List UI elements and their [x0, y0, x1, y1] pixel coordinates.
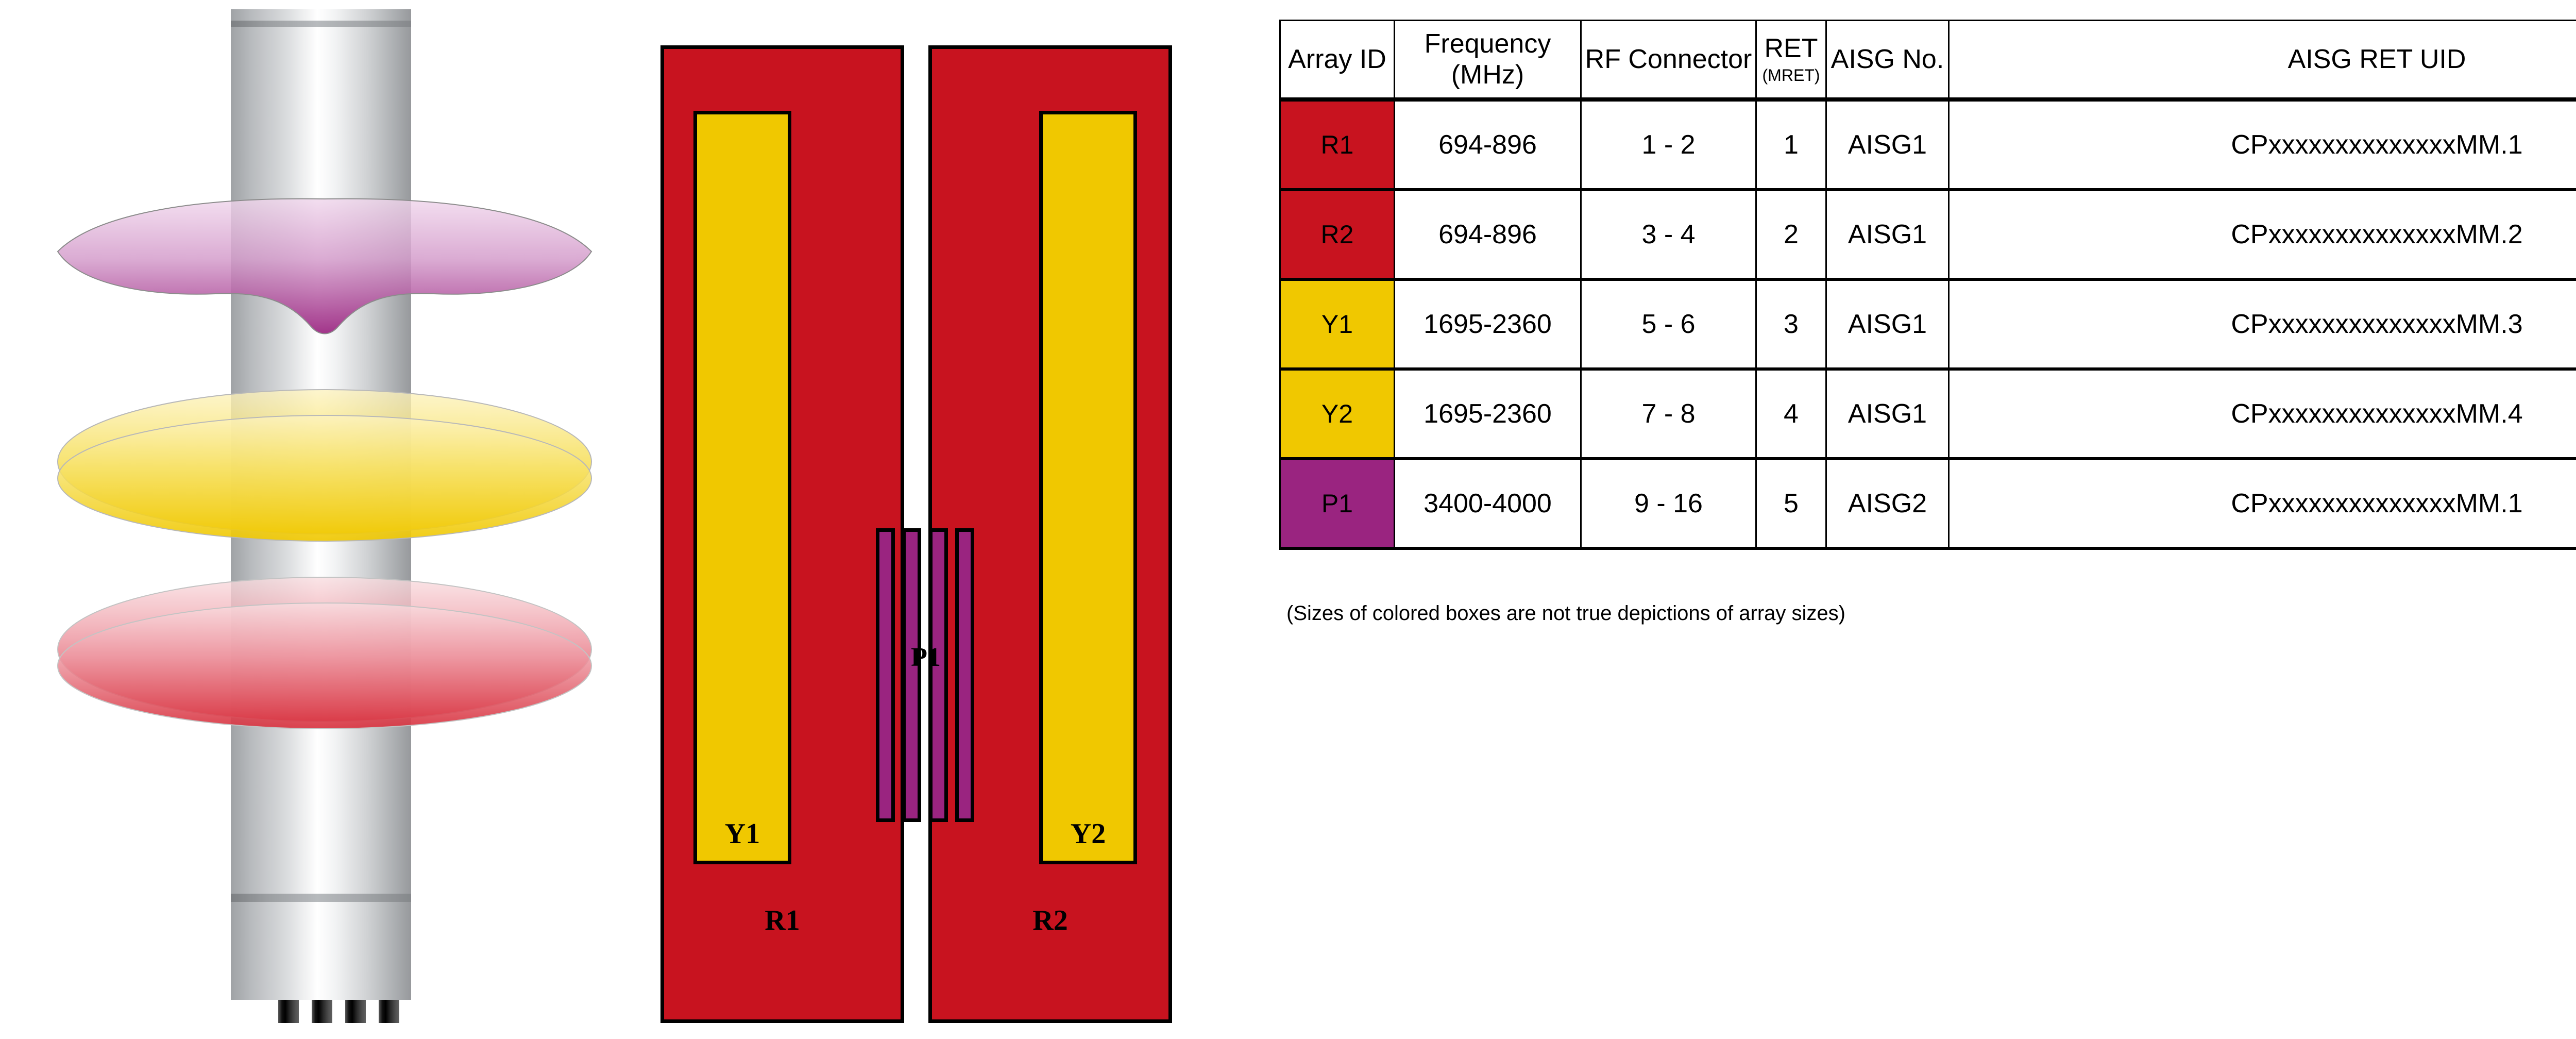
cell-frequency: 1695-2360 [1394, 278, 1582, 370]
mast-ring-top [231, 21, 411, 27]
table-row: R1 694-896 1 - 2 1 AISG1 CPxxxxxxxxxxxxx… [1279, 98, 2576, 191]
connector-pin-4 [379, 1000, 399, 1023]
column-header-ret: RET (MRET) [1755, 20, 1827, 102]
table-row: Y1 1695-2360 5 - 6 3 AISG1 CPxxxxxxxxxxx… [1279, 278, 2576, 370]
mast-ring-bottom [231, 894, 411, 902]
cell-aisg-no: AISG2 [1825, 458, 1950, 549]
array-y2 [1039, 111, 1137, 864]
cell-frequency: 1695-2360 [1394, 368, 1582, 460]
array-label-y2: Y2 [1070, 818, 1106, 850]
table-caption: (Sizes of colored boxes are not true dep… [1286, 602, 1845, 625]
p1-bar-2 [902, 528, 921, 822]
column-header-rf-connector: RF Connector [1580, 20, 1757, 102]
column-header-array-id: Array ID [1279, 20, 1395, 102]
array-layout-diagram: Y1 Y2 R1 R2 P1 [660, 0, 1279, 1039]
column-header-aisg-no: AISG No. [1825, 20, 1950, 102]
cell-aisg-ret-uid: CPxxxxxxxxxxxxxxMM.4 [1948, 368, 2576, 460]
cell-frequency: 3400-4000 [1394, 458, 1582, 549]
cell-aisg-ret-uid: CPxxxxxxxxxxxxxxMM.1 [1948, 98, 2576, 191]
p1-bar-4 [955, 528, 974, 822]
cell-array-id: R1 [1279, 98, 1395, 191]
cell-array-id: Y2 [1279, 368, 1395, 460]
cell-aisg-no: AISG1 [1825, 189, 1950, 280]
array-spec-table: Array ID Frequency (MHz) RF Connector RE… [1279, 20, 2576, 550]
table-header-row: Array ID Frequency (MHz) RF Connector RE… [1279, 20, 2576, 102]
cell-rf-connector: 3 - 4 [1580, 189, 1757, 280]
cell-ret: 5 [1755, 458, 1827, 549]
array-label-r1: R1 [765, 904, 800, 936]
cell-aisg-ret-uid: CPxxxxxxxxxxxxxxMM.2 [1948, 189, 2576, 280]
red-lobe [52, 567, 598, 737]
cell-array-id: P1 [1279, 458, 1395, 549]
cell-aisg-ret-uid: CPxxxxxxxxxxxxxxMM.3 [1948, 278, 2576, 370]
p1-bar-3 [929, 528, 948, 822]
cell-ret: 1 [1755, 98, 1827, 191]
cell-frequency: 694-896 [1394, 98, 1582, 191]
column-header-frequency: Frequency (MHz) [1394, 20, 1582, 102]
cell-rf-connector: 9 - 16 [1580, 458, 1757, 549]
cell-rf-connector: 5 - 6 [1580, 278, 1757, 370]
antenna-illustration [52, 0, 598, 1039]
cell-array-id: R2 [1279, 189, 1395, 280]
yellow-lobe [52, 379, 598, 549]
purple-lobe [52, 191, 598, 366]
cell-aisg-ret-uid: CPxxxxxxxxxxxxxxMM.1 [1948, 458, 2576, 549]
cell-ret: 2 [1755, 189, 1827, 280]
connector-pin-1 [278, 1000, 299, 1023]
array-y1 [693, 111, 791, 864]
p1-bar-1 [876, 528, 895, 822]
cell-rf-connector: 7 - 8 [1580, 368, 1757, 460]
cell-aisg-no: AISG1 [1825, 98, 1950, 191]
table-row: Y2 1695-2360 7 - 8 4 AISG1 CPxxxxxxxxxxx… [1279, 368, 2576, 460]
cell-array-id: Y1 [1279, 278, 1395, 370]
mast-base [231, 902, 411, 1000]
cell-frequency: 694-896 [1394, 189, 1582, 280]
table-row: R2 694-896 3 - 4 2 AISG1 CPxxxxxxxxxxxxx… [1279, 189, 2576, 280]
cell-aisg-no: AISG1 [1825, 278, 1950, 370]
column-header-ret-main: RET [1764, 33, 1818, 63]
column-header-ret-sub: (MRET) [1762, 66, 1820, 85]
cell-ret: 3 [1755, 278, 1827, 370]
array-label-r2: R2 [1032, 904, 1068, 936]
connector-pin-2 [312, 1000, 332, 1023]
cell-aisg-no: AISG1 [1825, 368, 1950, 460]
connector-pin-3 [345, 1000, 366, 1023]
array-label-y1: Y1 [724, 818, 760, 850]
array-label-p1: P1 [911, 643, 941, 672]
mast-top-cap [231, 9, 411, 21]
column-header-aisg-ret-uid: AISG RET UID [1948, 20, 2576, 102]
cell-ret: 4 [1755, 368, 1827, 460]
cell-rf-connector: 1 - 2 [1580, 98, 1757, 191]
table-row: P1 3400-4000 9 - 16 5 AISG2 CPxxxxxxxxxx… [1279, 458, 2576, 549]
